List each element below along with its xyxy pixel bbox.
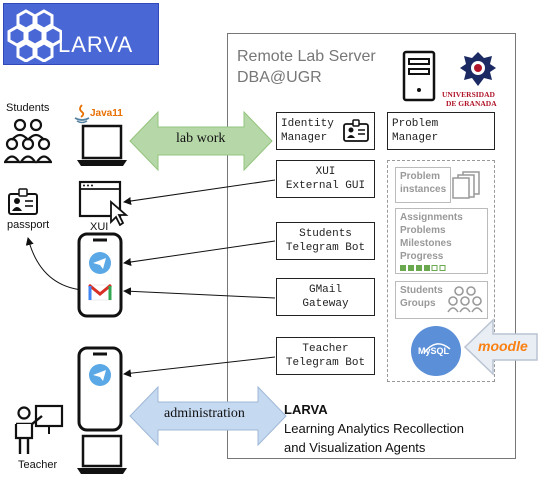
university-crest-icon — [460, 52, 496, 86]
passport-label: passport — [7, 219, 50, 231]
gmail-gateway-box: GMail Gateway — [276, 278, 375, 316]
moodle-input-arrow — [463, 318, 538, 376]
larva-title: LARVA — [284, 402, 328, 417]
larva-description-line1: Learning Analytics Recollection — [284, 421, 464, 436]
server-title: Remote Lab Server — [237, 48, 376, 65]
identity-manager-box: Identity Manager — [276, 112, 375, 150]
administration-arrow — [129, 385, 287, 447]
xui-label: XUI — [90, 221, 109, 233]
student-phone-icon — [77, 232, 123, 318]
teacher-phone-icon — [77, 346, 123, 432]
students-bot-line1: Students — [299, 228, 352, 240]
moodle-label: moodle — [478, 338, 528, 354]
administration-label: administration — [164, 406, 245, 421]
server-tower-icon — [402, 50, 436, 102]
identity-manager-line2: Manager — [281, 132, 328, 144]
students-groups-line1: Students — [400, 285, 443, 296]
teacher-label: Teacher — [18, 459, 58, 471]
problem-manager-line2: Manager — [392, 132, 439, 144]
problem-manager-box: Problem Manager — [387, 112, 495, 150]
document-stack-icon — [452, 171, 480, 199]
students-group-icon — [4, 118, 52, 164]
lab-work-arrow — [129, 110, 273, 172]
teacher-bot-line1: Teacher — [302, 343, 349, 355]
problem-instances-doc: Problem instances — [395, 167, 451, 203]
group-icon — [447, 286, 483, 313]
teacher-bot-line2: Telegram Bot — [285, 357, 366, 369]
student-laptop-icon — [77, 124, 127, 166]
progress-label: Progress — [400, 251, 444, 262]
assignments-doc: Assignments Problems Milestones Progress — [395, 208, 488, 274]
lab-work-label: lab work — [176, 131, 226, 146]
gmail-gateway-line1: GMail — [308, 284, 342, 296]
xui-window-icon — [78, 180, 129, 226]
larva-description-line2: and Visualization Agents — [284, 440, 426, 455]
mysql-database-icon — [411, 326, 461, 376]
mysql-label: MySQL — [418, 346, 450, 356]
assignments-label: Assignments — [400, 212, 463, 223]
logo-text: LARVA — [58, 32, 134, 57]
identity-manager-line1: Identity — [281, 118, 334, 130]
xui-box-line1: XUI — [315, 166, 336, 178]
university-name-line1: UNIVERSIDAD — [442, 90, 495, 99]
problem-manager-line1: Problem — [392, 118, 439, 130]
java-label: Java11 — [90, 108, 123, 119]
problem-instances-line2: instances — [400, 184, 447, 195]
id-card-icon — [343, 119, 369, 142]
larva-logo — [3, 3, 159, 65]
xui-box-line2: External GUI — [285, 180, 366, 192]
gmail-gateway-line2: Gateway — [302, 298, 349, 310]
milestones-label: Milestones — [400, 238, 452, 249]
xui-external-gui-box: XUI External GUI — [276, 160, 375, 198]
gmail-icon — [88, 283, 112, 301]
teacher-board-icon — [14, 404, 64, 454]
teacher-laptop-icon — [77, 434, 127, 474]
hexagon-cluster-icon — [7, 9, 62, 62]
progress-squares-icon — [400, 265, 446, 271]
students-label: Students — [6, 102, 50, 114]
server-subtitle: DBA@UGR — [237, 69, 322, 86]
problem-instances-line1: Problem — [400, 171, 441, 182]
problems-label: Problems — [400, 225, 446, 236]
university-name-line2: DE GRANADA — [446, 99, 497, 108]
problem-data-area — [387, 160, 495, 382]
teacher-telegram-bot-box: Teacher Telegram Bot — [276, 337, 375, 375]
students-groups-line2: Groups — [400, 298, 436, 309]
students-bot-line2: Telegram Bot — [285, 242, 366, 254]
passport-id-card-icon — [8, 188, 38, 215]
students-telegram-bot-box: Students Telegram Bot — [276, 222, 375, 260]
java-icon — [74, 104, 90, 124]
